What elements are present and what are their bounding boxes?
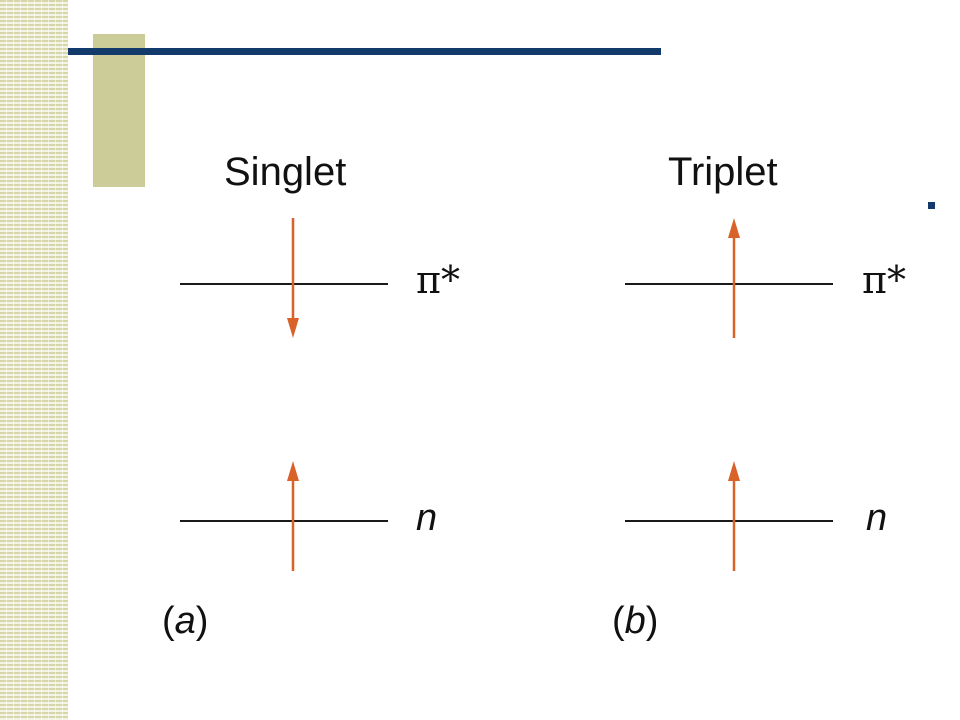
bullet-marker [928,202,935,209]
accent-block [93,34,145,187]
title-rule [68,48,661,55]
singlet-pi-star-spin-down-arrow [287,218,299,338]
triplet-pi-star-level [625,283,833,285]
singlet-n-level [180,520,388,522]
triplet-pi-star-spin-up-arrow [728,218,740,338]
panel-label-b: (b) [612,600,659,642]
side-decorative-pattern [0,0,68,720]
triplet-pi-star-label: π* [862,258,906,302]
singlet-n-label: n [416,497,438,539]
singlet-title: Singlet [224,150,347,194]
triplet-n-label: n [866,497,888,539]
triplet-title: Triplet [668,150,778,194]
panel-label-a: (a) [162,600,209,642]
triplet-n-spin-up-arrow [728,461,740,571]
singlet-n-spin-up-arrow [287,461,299,571]
triplet-n-level [625,520,833,522]
singlet-pi-star-level [180,283,388,285]
singlet-pi-star-label: π* [416,258,460,302]
